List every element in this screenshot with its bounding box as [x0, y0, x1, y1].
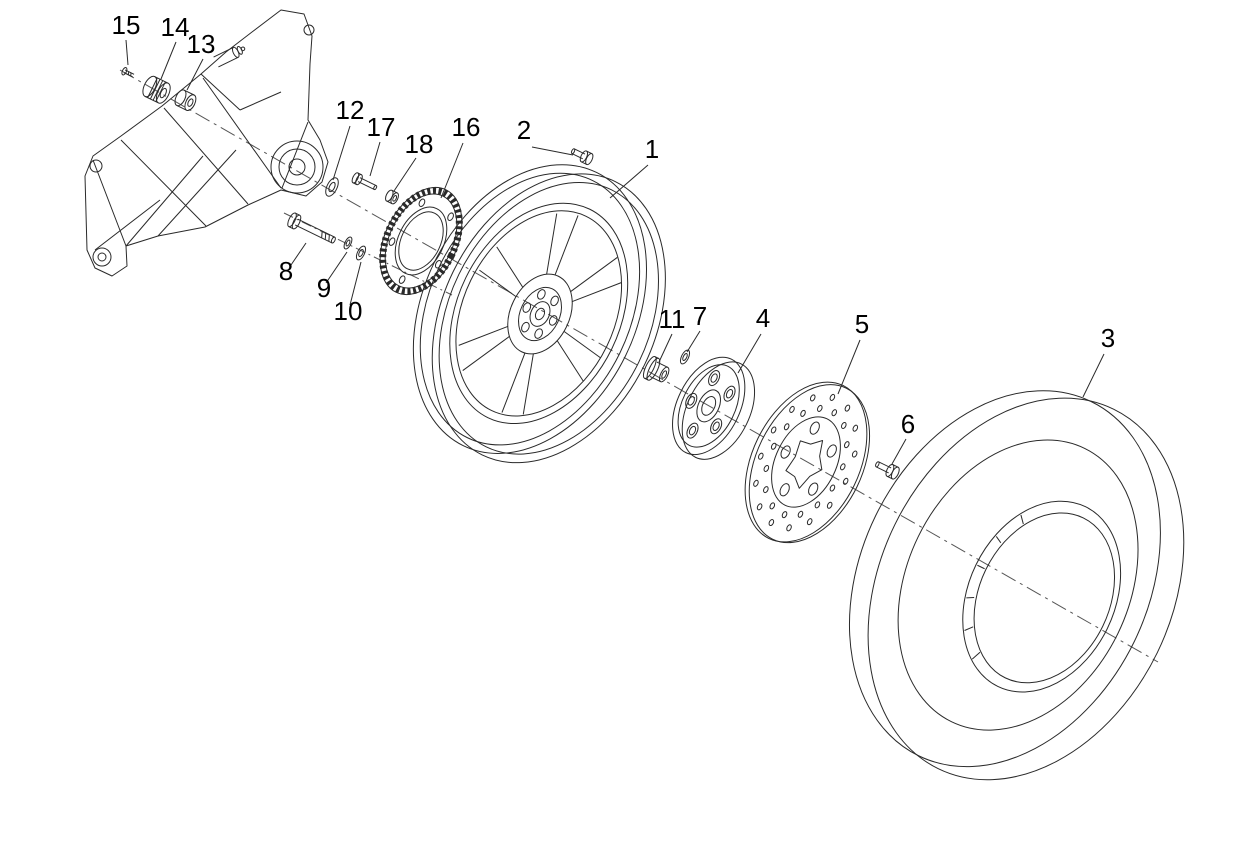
callout-labels: 1 2 3 4 5 6 7 8 9 10 11 12 13 14 15 16 1…: [112, 10, 1116, 439]
washer-9: [342, 236, 353, 250]
leader-line-5: [837, 339, 861, 395]
leader-line-4: [737, 333, 762, 374]
leader-line-9: [325, 251, 348, 284]
axle-bolt-centerline: [283, 212, 453, 296]
part-label-16: 16: [452, 112, 481, 142]
leader-line-11: [658, 333, 673, 363]
part-label-4: 4: [756, 303, 770, 333]
disc-drill-holes-inner: [746, 392, 866, 533]
part-label-6: 6: [901, 409, 915, 439]
leader-lines: [125, 39, 1105, 465]
leader-line-2: [531, 146, 574, 156]
leader-line-12: [332, 125, 351, 181]
part-label-1: 1: [645, 134, 659, 164]
part-label-18: 18: [405, 129, 434, 159]
part-label-7: 7: [693, 301, 707, 331]
swingarm-bracket: [85, 10, 328, 276]
spacer-bushing-11: [641, 355, 673, 387]
leader-line-8: [290, 242, 307, 266]
part-label-11: 11: [659, 304, 686, 334]
disc-bolt-holes: [764, 414, 844, 509]
bearing-cap-14: [140, 74, 173, 105]
part-label-13: 13: [187, 29, 216, 59]
part-label-15: 15: [112, 10, 141, 40]
axle-stub: [214, 43, 247, 67]
rim-bolt-2: [569, 145, 594, 165]
leader-line-13: [186, 58, 204, 91]
tire-inner-hatching: [939, 507, 1042, 660]
wheel-spokes: [428, 187, 653, 441]
washer-12: [323, 176, 341, 198]
wheel-rim-1: [368, 126, 711, 502]
leader-line-10: [349, 261, 362, 306]
leader-line-7: [686, 330, 701, 353]
part-label-9: 9: [317, 273, 331, 303]
drive-hub-4: [658, 345, 769, 471]
abs-tone-ring-16: [364, 174, 479, 308]
part-label-10: 10: [334, 296, 363, 326]
leader-line-3: [1082, 353, 1105, 398]
screw-15: [121, 67, 135, 79]
part-label-8: 8: [279, 256, 293, 286]
leader-line-14: [160, 41, 177, 80]
leader-line-6: [891, 438, 907, 465]
brake-disc-5: [721, 362, 895, 563]
leader-line-18: [393, 157, 417, 192]
leader-line-17: [369, 141, 381, 177]
part-label-5: 5: [855, 309, 869, 339]
tire-3: [788, 336, 1245, 833]
nut-18: [384, 189, 400, 205]
disc-drill-holes-outer: [733, 377, 879, 548]
spacer-13: [173, 88, 198, 112]
washer-7: [679, 349, 692, 366]
part-label-14: 14: [161, 12, 190, 42]
leader-line-16: [440, 142, 464, 199]
part-label-12: 12: [336, 95, 365, 125]
part-label-3: 3: [1101, 323, 1115, 353]
part-label-17: 17: [367, 112, 396, 142]
bolt-17: [351, 172, 379, 193]
axis-centerline: [119, 69, 1159, 663]
leader-line-1: [609, 164, 649, 199]
leader-line-15: [125, 39, 129, 66]
washer-10: [355, 245, 368, 262]
disc-bolt-6: [873, 458, 901, 480]
part-label-2: 2: [517, 115, 531, 145]
axle-bolt-8: [286, 212, 338, 248]
